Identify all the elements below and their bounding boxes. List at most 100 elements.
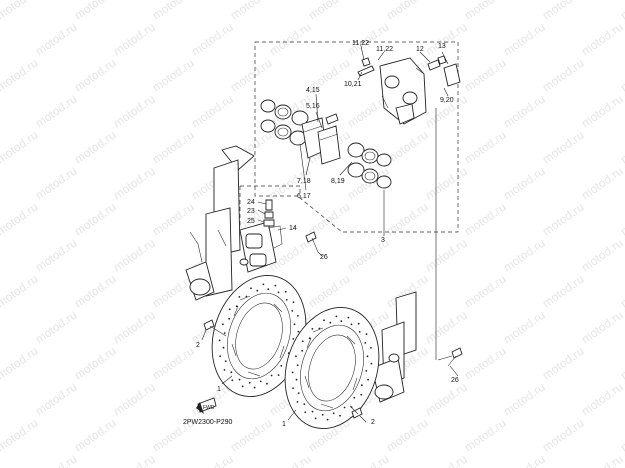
disc-hole (224, 360, 227, 362)
right-fork-tube (371, 291, 417, 403)
disc-hole (296, 364, 299, 366)
watermark-text: motod.ru (72, 0, 119, 22)
disc-hole (250, 287, 252, 290)
callout-1-right: 1 (282, 421, 286, 428)
disc-hole (277, 374, 280, 376)
disc-hole (329, 321, 332, 324)
callout-2-right: 2 (371, 419, 375, 426)
watermark-text: motod.ru (33, 20, 80, 59)
callout-6-17: 6,17 (297, 193, 311, 200)
watermark-text: motod.ru (111, 236, 158, 275)
forward-direction-label: FWD (203, 405, 215, 411)
pistons-and-seals-left (260, 99, 309, 146)
disc-holes-right (291, 315, 373, 421)
caliper-bolt-right (447, 347, 463, 367)
disc-hole (245, 295, 248, 298)
watermark-text: motod.ru (423, 380, 470, 419)
bleed-screw-stack (263, 199, 275, 227)
watermark-text: motod.ru (111, 380, 158, 419)
watermark-text: motod.ru (33, 380, 80, 419)
watermark-text: motod.ru (0, 128, 41, 167)
left-caliper-assembly (239, 221, 283, 273)
watermark-text: motod.ru (501, 20, 548, 59)
watermark-text: motod.ru (423, 236, 470, 275)
disc-hole (293, 323, 296, 326)
disc-hole (339, 414, 341, 417)
callout-12: 12 (416, 46, 424, 53)
watermark-text: motod.ru (0, 92, 2, 131)
watermark-text: motod.ru (0, 164, 2, 203)
watermark-text: motod.ru (0, 20, 2, 59)
watermark-text: motod.ru (111, 164, 158, 203)
watermark-text: motod.ru (72, 344, 119, 383)
watermark-text: motod.ru (306, 0, 353, 22)
watermark-text: motod.ru (618, 272, 625, 311)
pad-pin-and-clip (357, 57, 375, 77)
disc-hole (301, 340, 304, 343)
watermark-text: motod.ru (501, 236, 548, 275)
watermark-text: motod.ru (618, 416, 625, 455)
watermark-text: motod.ru (462, 56, 509, 95)
disc-hole (357, 322, 360, 325)
disc-hole (262, 283, 265, 286)
disc-hole (335, 315, 338, 318)
disc-holes-left (218, 283, 300, 389)
callout-10-21: 10,21 (344, 81, 362, 88)
watermark-text: motod.ru (540, 128, 587, 167)
disc-hole (297, 330, 300, 333)
caliper-bolt-left (305, 231, 319, 253)
watermark-text: motod.ru (501, 164, 548, 203)
disc-hole (267, 288, 270, 291)
watermark-text: motod.ru (618, 128, 625, 167)
callout-11-22-lower: 11,22 (376, 46, 393, 53)
disc-hole (292, 301, 295, 303)
watermark-text: motod.ru (0, 344, 41, 383)
disc-hole (284, 290, 287, 293)
disc-hole (218, 339, 221, 342)
pad-support-plate (443, 63, 461, 87)
watermark-text: motod.ru (423, 308, 470, 347)
watermark-text: motod.ru (111, 452, 158, 468)
callout-26-right: 26 (451, 377, 459, 384)
watermark-text: motod.ru (540, 416, 587, 455)
watermark-text: motod.ru (501, 308, 548, 347)
watermark-text: motod.ru (72, 200, 119, 239)
disc-hole (321, 413, 324, 416)
watermark-text: motod.ru (228, 0, 275, 22)
watermark-text: motod.ru (618, 0, 625, 22)
watermark-text: motod.ru (579, 308, 625, 347)
disc-hole (235, 305, 238, 308)
watermark-text: motod.ru (501, 92, 548, 131)
watermark-text: motod.ru (150, 56, 197, 95)
watermark-text: motod.ru (423, 20, 470, 59)
disc-hole (370, 347, 372, 349)
watermark-text: motod.ru (618, 200, 625, 239)
disc-hole (366, 355, 369, 358)
watermark-text: motod.ru (72, 272, 119, 311)
watermark-text: motod.ru (462, 272, 509, 311)
watermark-text: motod.ru (579, 380, 625, 419)
callout-24: 24 (247, 199, 255, 206)
leader-lines (201, 45, 459, 423)
watermark-text: motod.ru (111, 308, 158, 347)
watermark-text: motod.ru (384, 200, 431, 239)
callout-4-15: 4,15 (306, 87, 320, 94)
watermark-text: motod.ru (540, 0, 587, 22)
watermark-text: motod.ru (0, 308, 2, 347)
watermark-text: motod.ru (540, 344, 587, 383)
disc-hole (370, 362, 373, 365)
disc-hole (347, 316, 350, 319)
disc-hole (256, 289, 259, 292)
watermark-text: motod.ru (579, 92, 625, 131)
disc-hole (253, 386, 256, 389)
forward-direction-badge: FWD (196, 397, 217, 414)
watermark-text: motod.ru (150, 128, 197, 167)
disc-hole (323, 319, 325, 322)
callout-9-20: 9,20 (440, 97, 454, 104)
disc-hole (228, 317, 231, 320)
disc-hole (340, 320, 343, 323)
disc-hole (292, 338, 295, 340)
disc-hole (277, 291, 280, 294)
disc-hole (270, 374, 273, 377)
disc-hole (326, 418, 329, 421)
